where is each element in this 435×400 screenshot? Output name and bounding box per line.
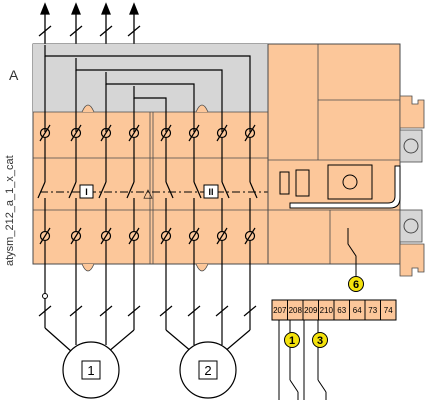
operating-handle-icon <box>289 165 401 209</box>
top-gray-section <box>33 44 268 112</box>
badge-1: 1 <box>284 332 300 348</box>
switch-position-left: I <box>79 184 94 199</box>
terminal-number: 210 <box>320 306 334 315</box>
terminal-symbol <box>100 124 112 142</box>
terminal-symbol <box>39 227 51 245</box>
terminal-symbol <box>70 124 82 142</box>
upper-terminals <box>39 124 256 142</box>
output-arrow <box>38 2 52 45</box>
control-wires <box>278 320 327 400</box>
terminal-number: 73 <box>368 306 377 315</box>
handle-socket <box>327 164 373 200</box>
mounting-clip-top <box>399 95 425 129</box>
lower-terminals <box>39 227 256 245</box>
terminal-symbol <box>244 227 256 245</box>
indicator-slot <box>279 171 290 195</box>
mounting-clip-bottom <box>399 243 425 277</box>
diagram-reference-label: atysm_212_a_1_x_cat <box>4 155 16 266</box>
switch-position-center: △ <box>143 186 153 200</box>
source-1: 1 <box>62 341 120 399</box>
badge-1-label: 1 <box>289 335 295 347</box>
terminal-symbol <box>160 124 172 142</box>
terminal-number: 209 <box>304 306 318 315</box>
terminal-symbol <box>188 124 200 142</box>
terminal-number: 63 <box>337 306 346 315</box>
source-1-label: 1 <box>87 363 94 378</box>
controller-module <box>267 43 401 265</box>
terminal-symbol <box>160 227 172 245</box>
lock-window <box>295 169 310 197</box>
terminal-symbol <box>188 227 200 245</box>
bus-lines <box>44 45 251 132</box>
terminal-number: 64 <box>353 306 362 315</box>
switch-position-right: II <box>203 184 219 199</box>
switch-position-left-label: I <box>85 187 88 197</box>
switch-contacts <box>37 138 258 231</box>
terminal-symbol <box>216 124 228 142</box>
terminal-number: 208 <box>289 306 303 315</box>
aux-contact <box>347 228 357 280</box>
source-1-wiring <box>38 241 141 353</box>
badge-6-label: 6 <box>353 279 359 291</box>
switch-position-right-label: II <box>208 187 213 197</box>
badge-3: 3 <box>312 332 328 348</box>
terminal-symbol <box>216 227 228 245</box>
terminal-symbol <box>244 124 256 142</box>
source-2-label: 2 <box>204 363 211 378</box>
terminal-symbol <box>128 227 140 245</box>
triangle-symbol-icon: △ <box>143 186 153 200</box>
source-2: 2 <box>179 341 237 399</box>
terminal-symbol <box>70 227 82 245</box>
terminal-number: 207 <box>273 306 287 315</box>
badge-3-label: 3 <box>317 335 323 347</box>
terminal-cell <box>380 299 397 321</box>
side-bracket-top <box>399 129 423 163</box>
side-bracket-bottom <box>399 209 423 243</box>
source-2-wiring <box>159 241 257 353</box>
terminal-symbol <box>100 227 112 245</box>
terminal-symbol <box>39 124 51 142</box>
terminal-number: 74 <box>384 306 393 315</box>
badge-6: 6 <box>348 276 364 292</box>
terminal-symbol <box>128 124 140 142</box>
handle-socket-hole <box>342 174 358 190</box>
section-letter: A <box>9 67 19 83</box>
